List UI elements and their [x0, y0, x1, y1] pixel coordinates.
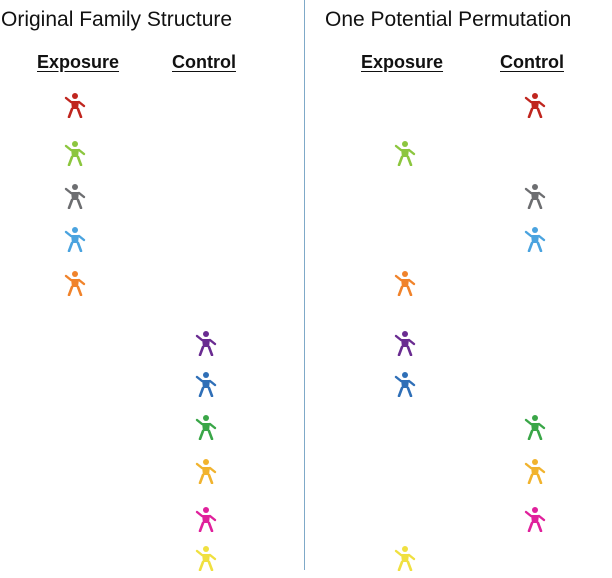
skater-figure-icon	[193, 458, 219, 484]
jump-rope-figure-icon	[193, 545, 219, 571]
ribbon-gymnast-figure-icon	[392, 330, 418, 356]
superhero-figure-icon	[522, 226, 548, 252]
left-exposure-header: Exposure	[37, 52, 120, 72]
superhero-figure-icon	[62, 226, 88, 252]
right-panel-title: One Potential Permutation	[325, 8, 572, 31]
sprinter-start-figure-icon	[522, 506, 548, 532]
left-panel-title: Original Family Structure	[1, 8, 233, 31]
standing-person-figure-icon	[62, 270, 88, 296]
left-control-header: Control	[172, 52, 236, 72]
juggler-figure-icon	[62, 92, 88, 118]
panel-divider	[304, 0, 305, 570]
dancer-figure-icon	[62, 183, 88, 209]
runner-figure-icon	[193, 414, 219, 440]
runner-figure-icon	[522, 414, 548, 440]
balloon-child-figure-icon	[62, 140, 88, 166]
dancer-figure-icon	[522, 183, 548, 209]
hurdler-figure-icon	[193, 371, 219, 397]
ribbon-gymnast-figure-icon	[193, 330, 219, 356]
right-exposure-header: Exposure	[361, 52, 444, 72]
juggler-figure-icon	[522, 92, 548, 118]
sprinter-start-figure-icon	[193, 506, 219, 532]
standing-person-figure-icon	[392, 270, 418, 296]
balloon-child-figure-icon	[392, 140, 418, 166]
jump-rope-figure-icon	[392, 545, 418, 571]
skater-figure-icon	[522, 458, 548, 484]
hurdler-figure-icon	[392, 371, 418, 397]
right-control-header: Control	[500, 52, 564, 72]
